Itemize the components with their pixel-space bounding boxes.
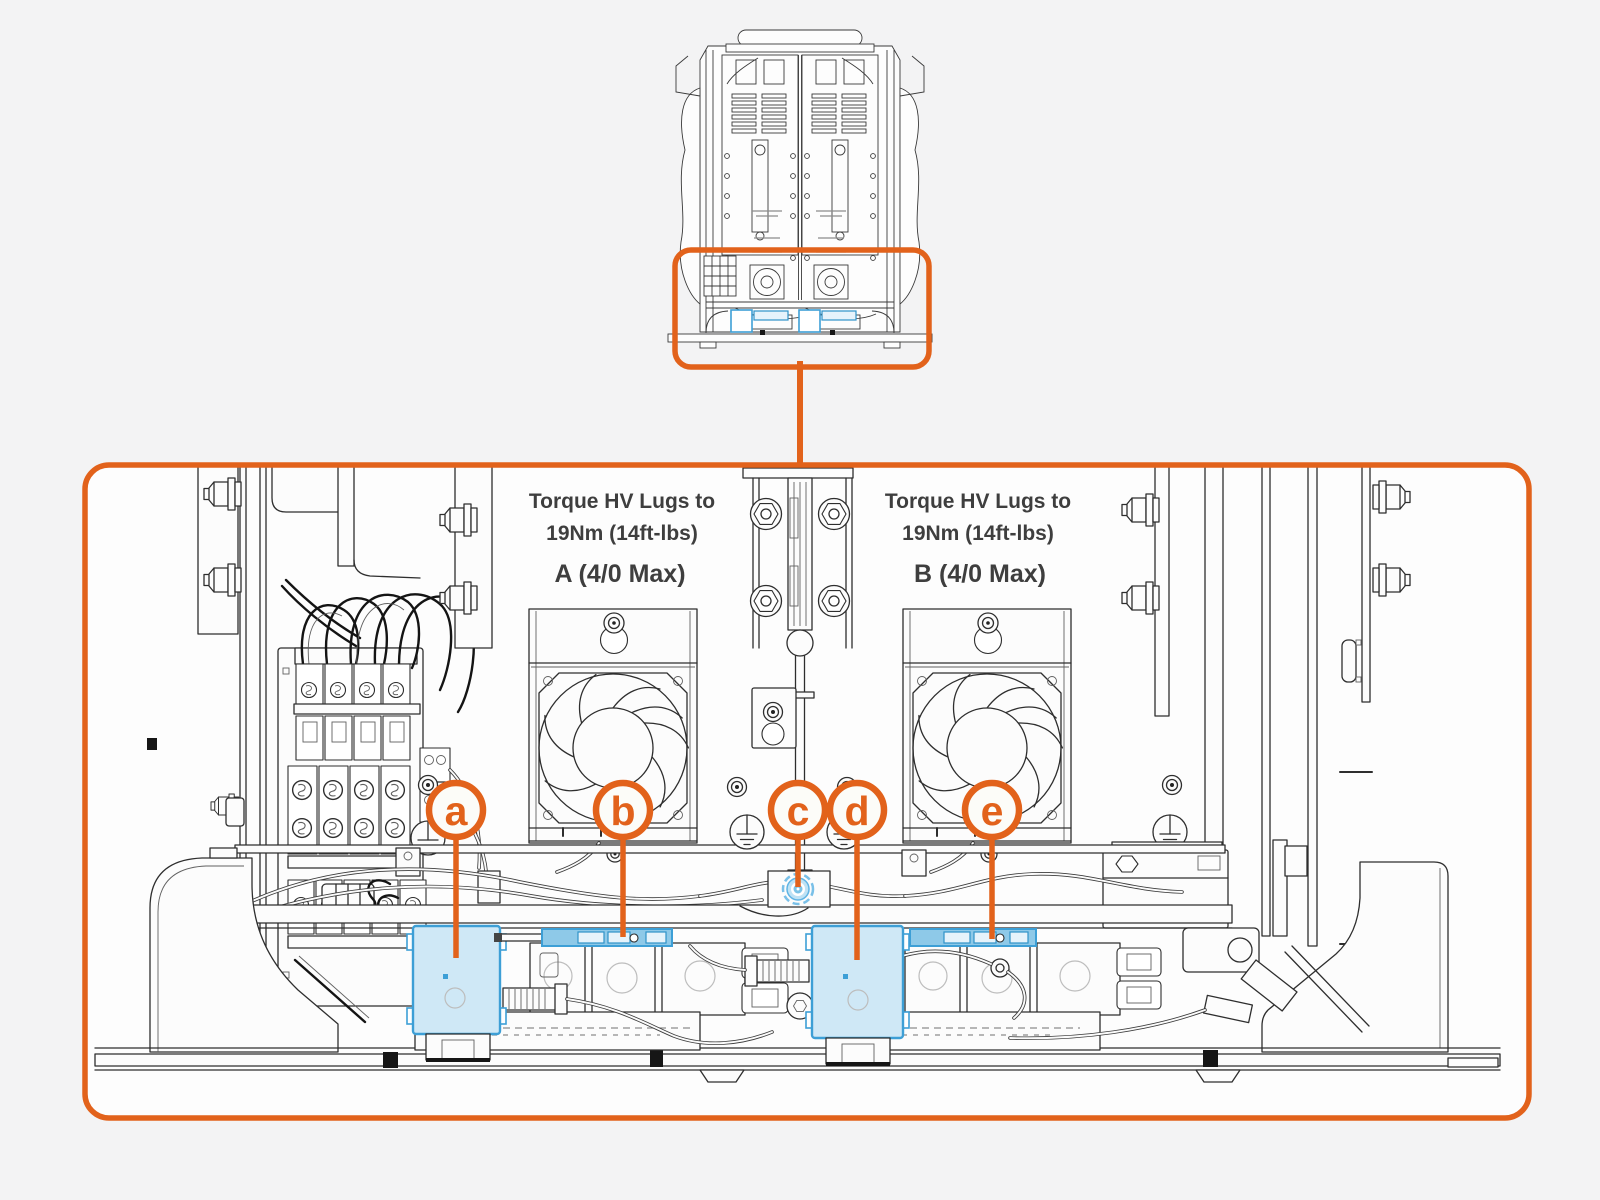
- callout-b: b: [592, 779, 654, 841]
- terminal-a-label: A (4/0 Max): [554, 560, 685, 588]
- contactor-right: [829, 942, 1162, 1051]
- bolt-plate-left: [439, 465, 493, 649]
- highlight-strip-e: [909, 928, 1037, 947]
- callout-a: a: [425, 779, 487, 841]
- highlight-strip-b: [494, 928, 673, 947]
- left-rail-assembly: [147, 465, 421, 1049]
- torque-label-right-line2: 19Nm (14ft-lbs): [902, 522, 1054, 545]
- callout-c: c: [767, 779, 829, 841]
- center-busbar-column: [742, 467, 854, 879]
- callout-e-label: e: [981, 788, 1004, 834]
- detail-view: Torque HV Lugs to 19Nm (14ft-lbs) A (4/0…: [82, 462, 1532, 1121]
- connector-line: [797, 361, 803, 468]
- overview-drawing: [667, 29, 933, 349]
- callout-c-label: c: [787, 788, 810, 834]
- callout-d-label: d: [844, 788, 869, 834]
- callout-b-label: b: [610, 788, 635, 834]
- callout-d: d: [826, 779, 888, 841]
- torque-label-left-line1: Torque HV Lugs to: [529, 490, 715, 513]
- highlight-component-d: [805, 924, 910, 1066]
- terminal-b-label: B (4/0 Max): [914, 560, 1046, 588]
- callout-e: e: [961, 779, 1023, 841]
- chassis-left-leg: [149, 847, 339, 1053]
- torque-label-right-line1: Torque HV Lugs to: [885, 490, 1071, 513]
- detail-highlight-box: [82, 462, 1532, 1121]
- highlight-component-a: [406, 924, 507, 1062]
- torque-label-left-line2: 19Nm (14ft-lbs): [546, 522, 698, 545]
- callout-a-label: a: [445, 788, 469, 834]
- callout-leader-lines: [453, 832, 995, 960]
- chassis-right-leg: [1261, 861, 1449, 1053]
